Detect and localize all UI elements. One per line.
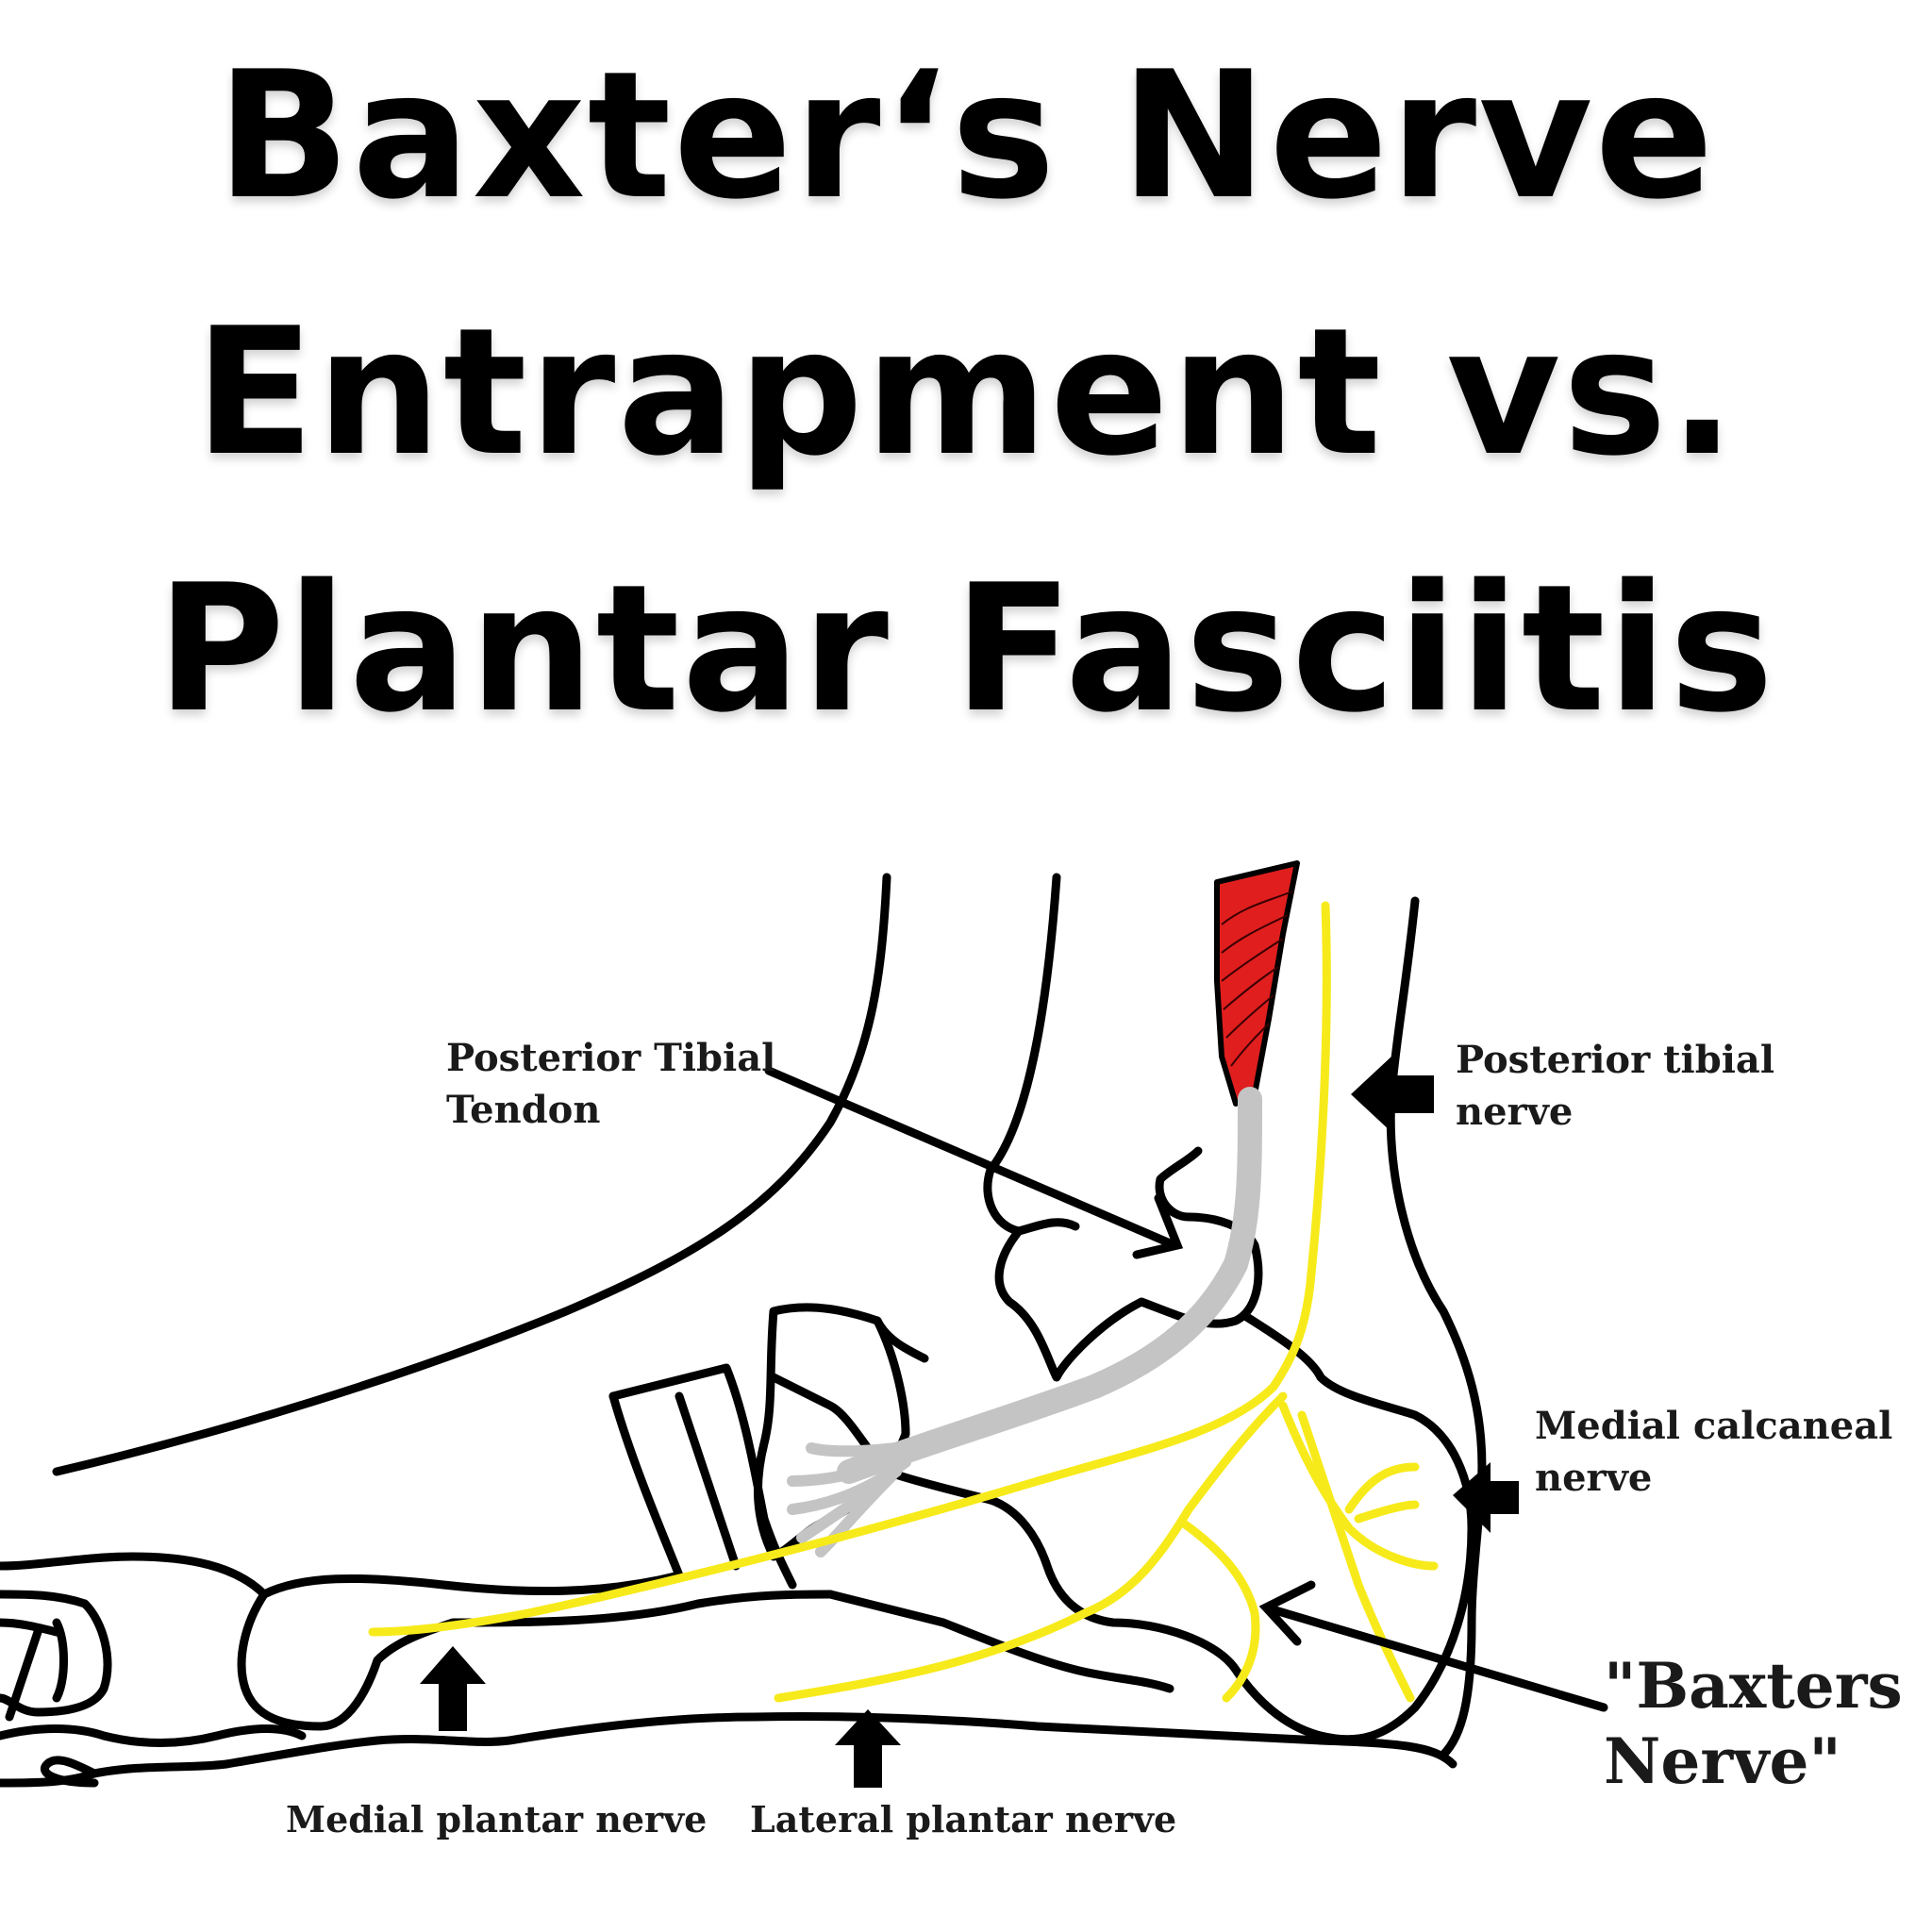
arrow-medial-plantar-nerve <box>420 1646 486 1731</box>
cuneiform-bones <box>608 1363 797 1590</box>
metatarsal-bones <box>237 1571 1174 1731</box>
label-posterior-tibial-nerve-line2: nerve <box>1456 1090 1573 1134</box>
arrow-baxters-nerve <box>1258 1580 1608 1712</box>
arrow-posterior-tibial-tendon <box>764 1066 1184 1259</box>
medial-calcaneal-nerve-path <box>1278 1401 1439 1571</box>
label-baxters-nerve-line1: "Baxters <box>1604 1649 1903 1723</box>
title-line-1: Baxter‘s Nerve <box>216 33 1716 238</box>
label-medial-calcaneal-nerve-line2: nerve <box>1535 1456 1652 1500</box>
arrow-medial-calcaneal-nerve <box>1453 1462 1519 1533</box>
toe-bones <box>0 1552 307 1747</box>
label-posterior-tibial-nerve-line1: Posterior tibial <box>1456 1038 1774 1082</box>
medial-plantar-nerve-path <box>368 1382 1278 1637</box>
label-posterior-tibial-tendon-line1: Posterior Tibial <box>446 1036 775 1080</box>
posterior-tibial-tendon <box>787 1087 1262 1557</box>
label-posterior-tibial-tendon-line2: Tendon <box>446 1088 600 1132</box>
lateral-plantar-nerve-path <box>774 1391 1288 1703</box>
title-line-2: Entrapment vs. <box>194 290 1738 494</box>
posterior-tibial-nerve-path <box>1269 901 1331 1391</box>
title-line-3: Plantar Fasciitis <box>156 546 1776 751</box>
label-baxters-nerve-line2: Nerve" <box>1604 1724 1841 1798</box>
arrow-posterior-tibial-nerve <box>1351 1057 1434 1132</box>
leg-outline <box>52 873 1487 1759</box>
arrow-lateral-plantar-nerve <box>835 1709 901 1788</box>
sole-outline <box>0 1711 1457 1788</box>
posterior-tibial-muscle <box>1214 860 1300 1107</box>
label-medial-calcaneal-nerve-line1: Medial calcaneal <box>1535 1404 1892 1448</box>
talus-bone <box>983 1146 1263 1382</box>
baxters-nerve-path <box>1179 1519 1260 1703</box>
label-medial-plantar-nerve: Medial plantar nerve <box>286 1798 707 1840</box>
label-lateral-plantar-nerve: Lateral plantar nerve <box>750 1798 1176 1840</box>
page-title: Baxter‘s Nerve Entrapment vs. Plantar Fa… <box>0 8 1932 777</box>
nerves <box>368 901 1439 1703</box>
